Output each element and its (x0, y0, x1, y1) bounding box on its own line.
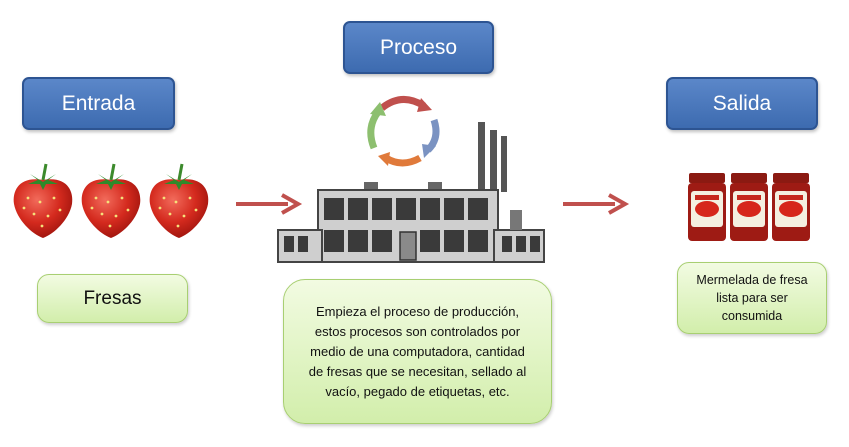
strawberry-icon (13, 163, 73, 238)
factory-icon (277, 122, 545, 263)
jam-jars-group (688, 173, 810, 241)
process-note-line: Empieza el proceso de producción, (315, 303, 520, 319)
output-note-line: consumida (721, 309, 783, 323)
process-note-line: vacío, pegado de etiquetas, etc. (325, 383, 510, 399)
strawberry-icon (81, 163, 141, 238)
arrow-right-icon (563, 193, 630, 215)
strawberries-group (13, 163, 209, 238)
output-note-line: lista para ser (716, 291, 788, 305)
process-note-line: estos procesos son controlados por (314, 323, 521, 339)
jam-jar-icon (688, 173, 726, 241)
arrow-right-icon (236, 193, 303, 215)
process-note-line: de fresas que se necesitan, sellado al (308, 363, 527, 379)
output-note: Mermelada de fresa lista para ser consum… (677, 262, 827, 334)
process-note-line: medio de una computadora, cantidad (310, 343, 525, 359)
jam-jar-icon (730, 173, 768, 241)
input-note: Fresas (37, 274, 188, 323)
strawberry-icon (149, 163, 209, 238)
cycle-arrows-icon (367, 96, 440, 167)
jam-jar-icon (772, 173, 810, 241)
process-note: Empieza el proceso de producción, estos … (283, 279, 552, 424)
output-header: Salida (666, 77, 818, 130)
process-header: Proceso (343, 21, 494, 74)
output-note-line: Mermelada de fresa (696, 273, 808, 287)
input-header: Entrada (22, 77, 175, 130)
